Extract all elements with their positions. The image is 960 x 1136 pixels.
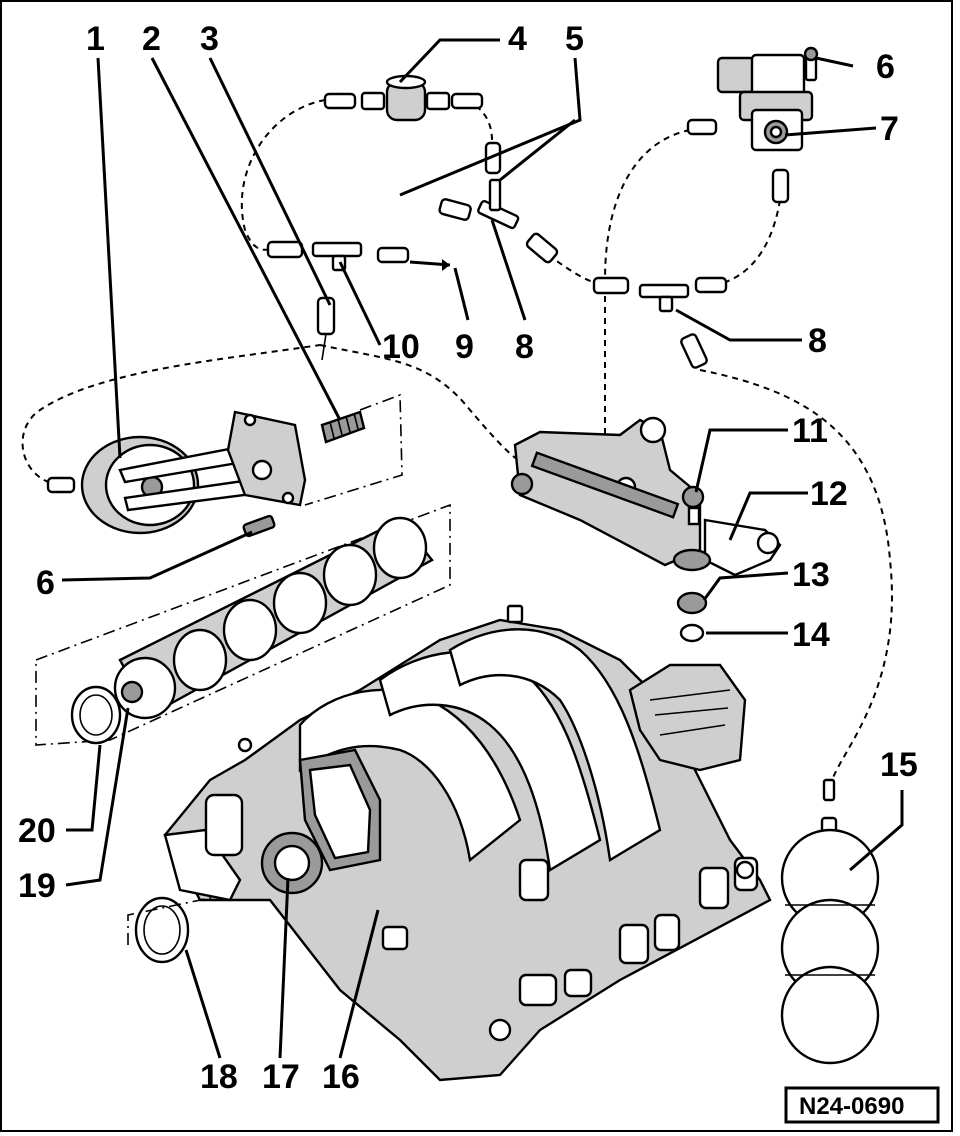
callout-16: 16 (322, 1058, 360, 1096)
callout-8-left: 8 (515, 328, 534, 366)
callout-3: 3 (200, 20, 219, 58)
callout-labels: 1 2 3 4 5 6 7 6 10 9 8 8 11 12 13 14 15 … (18, 20, 918, 1096)
callout-14: 14 (792, 616, 830, 654)
callout-10: 10 (382, 328, 420, 366)
callout-17: 17 (262, 1058, 300, 1096)
callout-13: 13 (792, 556, 830, 594)
callout-19: 19 (18, 867, 56, 905)
callout-15: 15 (880, 746, 918, 784)
callout-9: 9 (455, 328, 474, 366)
callout-18: 18 (200, 1058, 238, 1096)
callout-6-left: 6 (36, 564, 55, 602)
callout-12: 12 (810, 475, 848, 513)
callout-1: 1 (86, 20, 105, 58)
intake-manifold-part-16 (163, 604, 772, 1082)
callout-11: 11 (792, 412, 828, 450)
callout-2: 2 (142, 20, 161, 58)
bracket-assembly-parts-11-14 (510, 416, 782, 643)
solenoid-valve-part-7 (716, 46, 819, 152)
drawing-code: N24-0690 (799, 1093, 904, 1120)
vacuum-actuator-part-1 (46, 393, 403, 538)
seal-rings-parts-17-18 (127, 896, 216, 964)
callout-8-right: 8 (808, 322, 827, 360)
callout-7: 7 (880, 110, 899, 148)
drawing-code-box: N24-0690 (784, 1086, 940, 1124)
vacuum-hose-lines (21, 99, 893, 791)
callout-4: 4 (508, 20, 527, 58)
callout-20: 20 (18, 812, 56, 850)
callout-6-top: 6 (876, 48, 895, 86)
hose-connectors (266, 118, 790, 369)
check-valve-part-4 (323, 74, 502, 175)
leader-lines (61, 38, 904, 1059)
vacuum-reservoir-part-15 (780, 778, 880, 1065)
variable-intake-barrel-part-19 (35, 503, 451, 746)
callout-5: 5 (565, 20, 584, 58)
